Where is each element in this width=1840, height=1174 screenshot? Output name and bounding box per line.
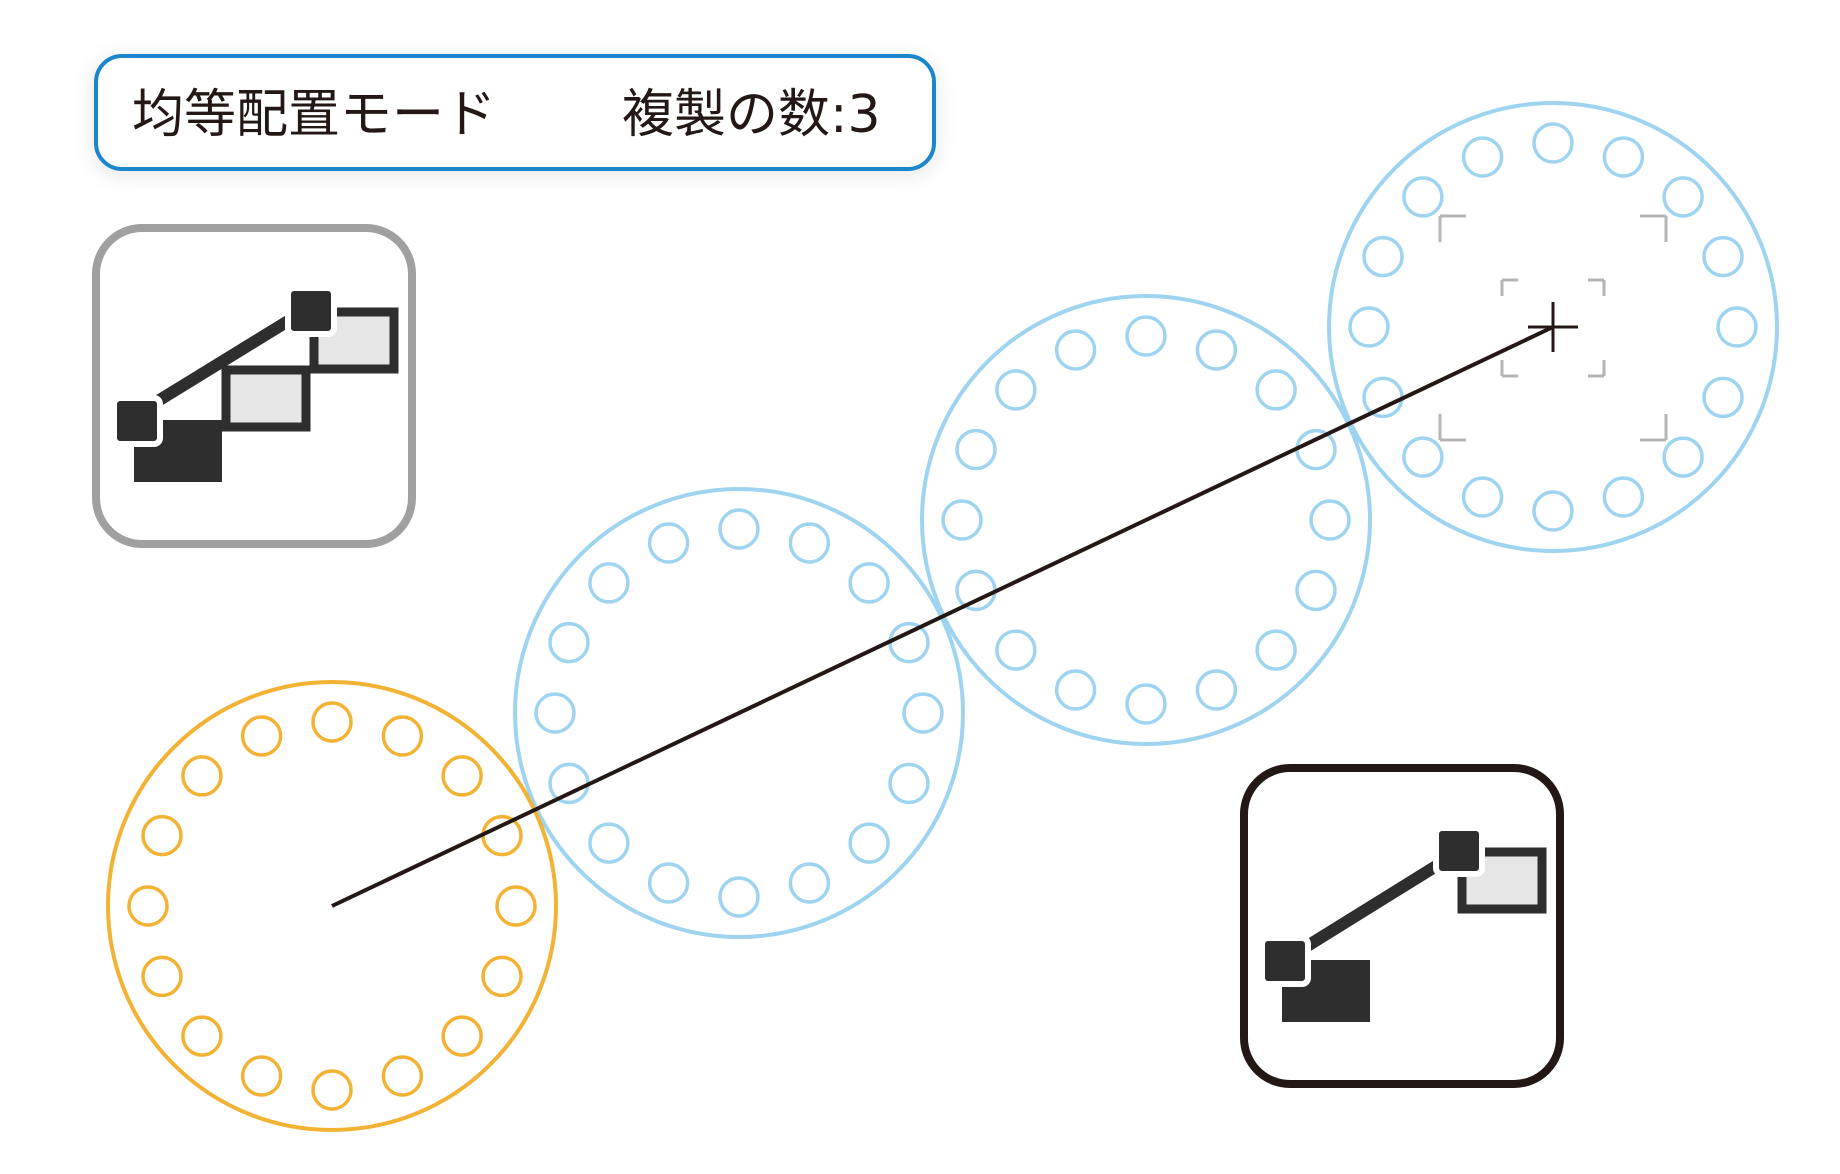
small-circle [718, 876, 760, 918]
distribute-endpoints-icon [1259, 825, 1547, 1022]
small-circle [1362, 235, 1404, 278]
small-circle [1195, 329, 1238, 371]
small-circle [1295, 428, 1337, 471]
small-circle [495, 885, 537, 927]
crosshair-icon [1438, 214, 1668, 442]
mode-button-frame [1240, 764, 1564, 1088]
small-circle [588, 562, 630, 604]
small-circle [1702, 376, 1744, 419]
status-bar-frame [94, 54, 936, 171]
ring-outline [1327, 101, 1779, 553]
ring-outline [106, 680, 558, 1132]
small-circle [381, 1055, 424, 1097]
small-circle [1348, 306, 1390, 348]
small-circle [888, 621, 930, 664]
small-circle [141, 814, 183, 857]
small-circle [647, 862, 690, 904]
small-circle [1255, 369, 1297, 411]
cursor-inner-bracket [1500, 278, 1606, 378]
small-circle [941, 499, 983, 541]
small-circle [1532, 122, 1574, 164]
rings-layer [106, 101, 1779, 1132]
small-circle [240, 1055, 283, 1097]
small-circle [955, 569, 997, 612]
small-circle [1716, 306, 1758, 348]
small-circle [718, 508, 760, 550]
small-circle [788, 522, 831, 564]
mode-button-distribute-endpoints[interactable] [1240, 764, 1564, 1088]
copy-ring [513, 487, 965, 939]
small-circle [1255, 629, 1297, 671]
small-circle [441, 755, 483, 797]
small-circle [1662, 176, 1704, 218]
small-circle [1532, 490, 1574, 532]
copy-count-label: 複製の数:3 [622, 85, 881, 145]
small-circle [127, 885, 169, 927]
distribute-evenly-icon [111, 285, 399, 482]
small-circle [311, 1069, 353, 1111]
small-circle [1125, 683, 1167, 725]
copy-ring [920, 294, 1372, 746]
ring-outline [920, 294, 1372, 746]
small-circle [441, 1015, 483, 1057]
small-circle [1295, 569, 1337, 612]
small-circle [534, 692, 576, 734]
cursor-outer-bracket [1438, 214, 1668, 442]
status-bar: 均等配置モード 複製の数:3 [94, 54, 936, 171]
small-circle [1402, 176, 1444, 218]
small-circle [181, 1015, 223, 1057]
small-circle [848, 562, 890, 604]
cursor-cross [1528, 302, 1578, 352]
small-circle [955, 428, 997, 471]
source-ring [106, 680, 558, 1132]
small-circle [1461, 476, 1504, 518]
small-circle [1125, 315, 1167, 357]
small-circle [548, 762, 590, 805]
small-circle [240, 715, 283, 757]
small-circle [481, 955, 523, 998]
small-circle [311, 701, 353, 743]
small-circle [1461, 136, 1504, 178]
small-circle [181, 755, 223, 797]
small-circle [481, 814, 523, 857]
small-circle [1662, 436, 1704, 478]
small-circle [995, 369, 1037, 411]
small-circle [888, 762, 930, 805]
small-circle [1362, 376, 1404, 419]
small-circle [588, 822, 630, 864]
small-circle [1195, 669, 1238, 711]
small-circle [647, 522, 690, 564]
mode-label: 均等配置モード [132, 85, 496, 145]
small-circle [788, 862, 831, 904]
small-circle [1402, 436, 1444, 478]
copy-ring [1327, 101, 1779, 553]
mode-button-distribute-evenly[interactable] [92, 224, 416, 548]
small-circle [141, 955, 183, 998]
small-circle [1602, 136, 1645, 178]
small-circle [1054, 669, 1097, 711]
guide-line [331, 325, 1554, 908]
small-circle [1602, 476, 1645, 518]
small-circle [548, 621, 590, 664]
small-circle [1702, 235, 1744, 278]
small-circle [381, 715, 424, 757]
small-circle [902, 692, 944, 734]
small-circle [995, 629, 1037, 671]
small-circle [848, 822, 890, 864]
ring-outline [513, 487, 965, 939]
small-circle [1309, 499, 1351, 541]
small-circle [1054, 329, 1097, 371]
